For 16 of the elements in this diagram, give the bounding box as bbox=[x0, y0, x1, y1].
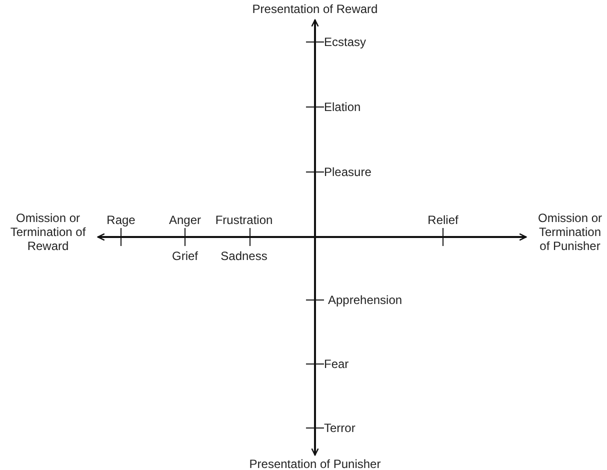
emotion-label: Pleasure bbox=[324, 165, 372, 179]
emotion-label: Frustration bbox=[215, 213, 273, 227]
emotion-label: Grief bbox=[172, 249, 198, 263]
emotion-label: Sadness bbox=[220, 249, 268, 263]
emotion-label: Elation bbox=[324, 100, 361, 114]
emotion-label: Anger bbox=[168, 213, 202, 227]
emotion-label: Terror bbox=[324, 421, 356, 435]
emotion-label: Fear bbox=[324, 357, 349, 371]
emotion-label: Ecstasy bbox=[324, 35, 366, 49]
emotion-label: Apprehension bbox=[328, 293, 402, 307]
emotion-label: Relief bbox=[428, 213, 458, 227]
emotion-label: Rage bbox=[106, 213, 136, 227]
axis-label: Omission or Termination of Reward bbox=[9, 211, 87, 253]
axis-label: Presentation of Reward bbox=[252, 2, 378, 16]
axis-label: Presentation of Punisher bbox=[249, 457, 381, 470]
axis-label: Omission or Termination of Punisher bbox=[536, 211, 603, 253]
